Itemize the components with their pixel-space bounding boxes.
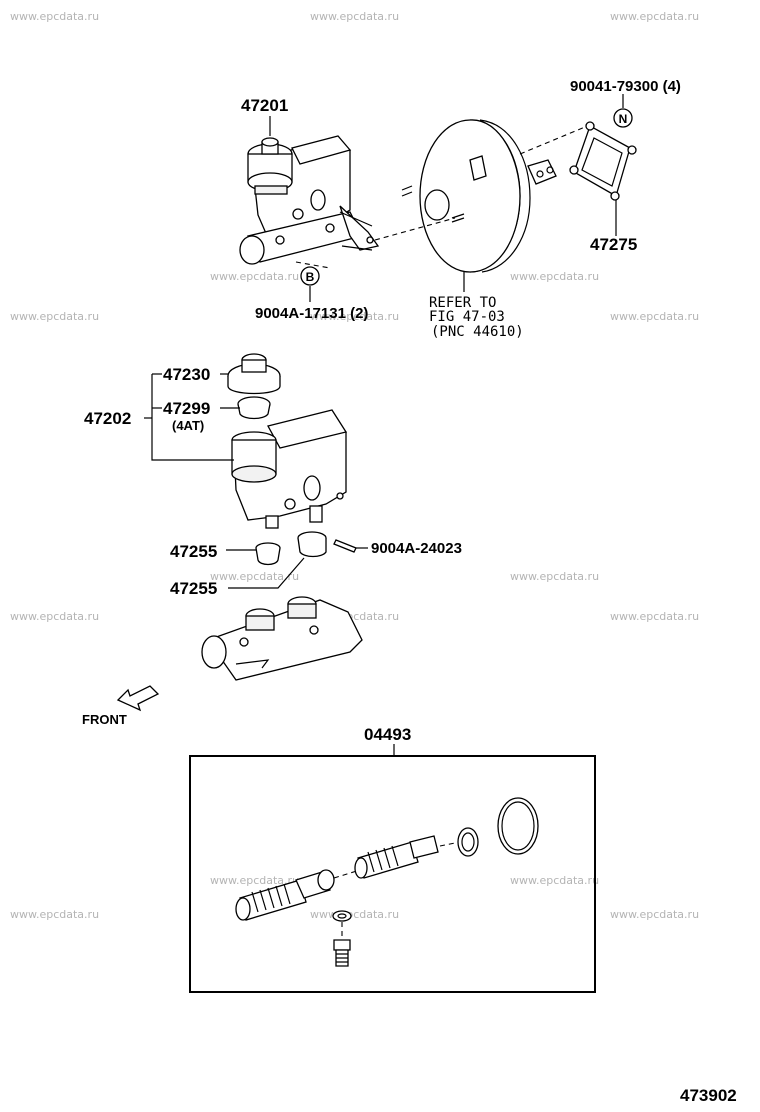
watermark: www.epcdata.ru	[510, 270, 599, 283]
seal-47255-b	[297, 531, 327, 558]
front-label: FRONT	[82, 712, 127, 727]
callout-47299-note: (4AT)	[172, 418, 204, 433]
brake-booster	[295, 119, 586, 273]
b-marker-label: B	[306, 270, 315, 284]
watermark: www.epcdata.ru	[210, 270, 299, 283]
watermark: www.epcdata.ru	[10, 610, 99, 623]
callout-47201: 47201	[241, 96, 288, 115]
callout-47299: 47299	[163, 399, 210, 418]
watermark: www.epcdata.ru	[610, 610, 699, 623]
strainer-47299	[237, 396, 271, 420]
kit-04493-box	[189, 755, 596, 993]
seal-47255-a	[255, 542, 281, 566]
watermark: www.epcdata.ru	[10, 10, 99, 23]
callout-9004a-24023: 9004A-24023	[371, 540, 462, 557]
refer-note-line-2: FIG 47-03	[429, 309, 505, 325]
refer-note-line-1: REFER TO	[429, 295, 496, 311]
callout-9004a-17131: 9004A-17131 (2)	[255, 305, 368, 322]
watermark-layer: www.epcdata.ru www.epcdata.ru www.epcdata.…	[10, 10, 699, 921]
callout-47275: 47275	[590, 235, 637, 254]
b-marker: B	[300, 266, 320, 302]
callout-04493: 04493	[364, 725, 411, 744]
gasket-47275	[569, 121, 637, 236]
watermark: www.epcdata.ru	[210, 874, 299, 887]
watermark: www.epcdata.ru	[510, 570, 599, 583]
watermark: www.epcdata.ru	[310, 10, 399, 23]
callout-47255-a: 47255	[170, 542, 217, 561]
master-cylinder-47202	[231, 409, 348, 529]
front-arrow-icon	[116, 685, 160, 712]
watermark: www.epcdata.ru	[510, 874, 599, 887]
callout-90041-79300: 90041-79300 (4)	[570, 78, 681, 95]
watermark: www.epcdata.ru	[610, 908, 699, 921]
watermark: www.epcdata.ru	[310, 908, 399, 921]
watermark: www.epcdata.ru	[10, 908, 99, 921]
diagram-id: 473902	[680, 1086, 737, 1105]
master-cylinder-body-lower	[201, 596, 363, 681]
callout-47255-b: 47255	[170, 579, 217, 598]
callout-47202: 47202	[84, 409, 131, 428]
refer-note-line-3: (PNC 44610)	[431, 324, 524, 340]
kit-04493-parts	[235, 797, 539, 967]
watermark: www.epcdata.ru	[10, 310, 99, 323]
watermark: www.epcdata.ru	[210, 570, 299, 583]
callout-47230: 47230	[163, 365, 210, 384]
watermark: www.epcdata.ru	[310, 310, 399, 323]
watermark: www.epcdata.ru	[610, 10, 699, 23]
n-marker-label: N	[619, 112, 628, 126]
n-marker: N	[613, 94, 633, 128]
master-cylinder-assembly-top	[239, 135, 380, 265]
reservoir-cap-47230	[227, 353, 281, 395]
pin-9004a-24023	[333, 539, 357, 553]
watermark: www.epcdata.ru	[610, 310, 699, 323]
